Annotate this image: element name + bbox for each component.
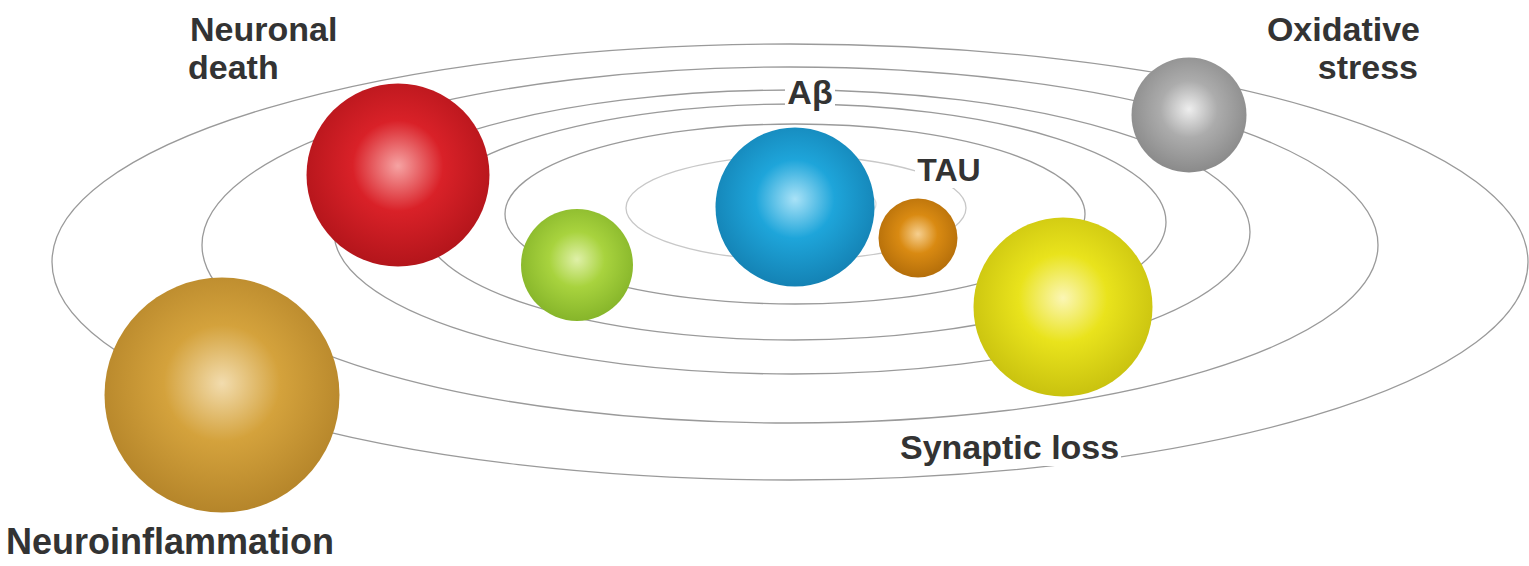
- sphere-shape: [1131, 57, 1247, 173]
- sphere-label: Oxidative stress: [1265, 10, 1420, 86]
- sphere-label: TAU: [915, 152, 982, 188]
- sphere-label-box: Neuroinflammation: [4, 522, 384, 562]
- sphere-label-box: Oxidative stress: [1208, 10, 1420, 86]
- sphere-label: Neuronal death: [188, 10, 337, 86]
- sphere-body: [307, 84, 490, 267]
- neuronal-death-sphere: Neuronal death: [306, 83, 490, 267]
- sphere-shape: [715, 127, 875, 287]
- sphere-body: [879, 199, 958, 278]
- sphere-body: [974, 218, 1153, 397]
- synaptic-loss-sphere: Synaptic loss: [973, 217, 1153, 397]
- sphere-shape: [973, 217, 1153, 397]
- sphere-label-box: TAU: [906, 153, 992, 189]
- sphere-label: Neuroinflammation: [4, 521, 336, 562]
- amyloid-beta-sphere: Aβ: [715, 127, 875, 287]
- sphere-label-box: Neuronal death: [188, 10, 398, 86]
- sphere-body: [105, 278, 340, 513]
- oxidative-stress-sphere: Oxidative stress: [1131, 57, 1247, 173]
- tau-sphere: TAU: [878, 198, 958, 278]
- sphere-label: Synaptic loss: [898, 428, 1121, 466]
- sphere-shape: [104, 277, 340, 513]
- sphere-body: [1132, 58, 1247, 173]
- neuroinflammation-sphere: Neuroinflammation: [104, 277, 340, 513]
- sphere-body: [716, 128, 875, 287]
- sphere-shape: [878, 198, 958, 278]
- sphere-label-box: Synaptic loss: [898, 428, 1208, 466]
- sphere-label: Aβ: [785, 73, 834, 111]
- green-sphere: [521, 209, 633, 321]
- sphere-label-box: Aβ: [770, 73, 850, 111]
- sphere-shape: [306, 83, 490, 267]
